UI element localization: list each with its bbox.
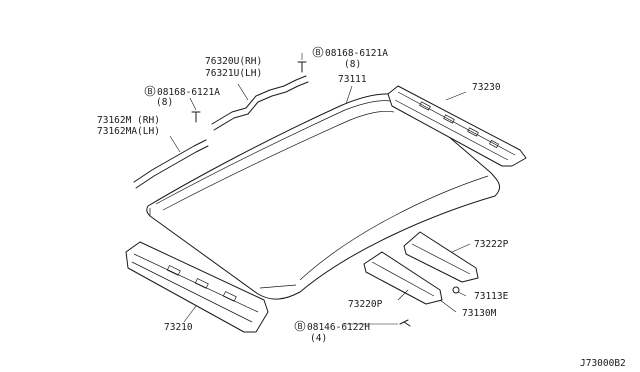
bolt-callout-left-qty: (8): [156, 97, 173, 108]
label-rear-rail: 73230: [472, 82, 501, 93]
bolt-callout-bottom-part: 08146-6122H: [307, 322, 370, 333]
roof-bow-front: [363, 251, 443, 305]
label-rail-side-rh: 73162M (RH): [97, 115, 160, 126]
side-rail: [133, 139, 209, 189]
roof-panel: [146, 93, 501, 300]
label-bracket: 73130M: [462, 308, 497, 319]
upper-side-rail-bracket: [211, 75, 309, 131]
clip-icon: [452, 286, 460, 294]
bolt-callout-left: B 08168-6121A (8): [144, 85, 220, 108]
bolt-callout-bottom-qty: (4): [310, 333, 327, 344]
label-bow-front: 73220P: [348, 299, 383, 310]
label-roof-panel: 73111: [338, 74, 367, 85]
bolt-bottom-icon: [399, 319, 411, 327]
bolt-top-icon: [297, 61, 307, 73]
leader-lines: [169, 53, 471, 325]
bolt-callout-top-part: 08168-6121A: [325, 48, 388, 59]
bolt-callout-left-symbol: B: [148, 87, 153, 96]
bolt-left-icon: [191, 111, 201, 123]
roof-bow-rear: [403, 231, 479, 283]
bolt-callout-top: B 08168-6121A (8): [312, 46, 388, 70]
label-rail-upper-lh: 76321U(LH): [205, 68, 262, 79]
label-front-rail: 73210: [164, 322, 193, 333]
bolt-callout-top-qty: (8): [344, 59, 361, 70]
bolt-callout-top-symbol: B: [316, 48, 321, 57]
rear-rail: [387, 85, 527, 167]
front-rail: [125, 241, 269, 333]
bolt-callout-left-part: 08168-6121A: [157, 87, 220, 98]
label-rail-side-lh: 73162MA(LH): [97, 126, 160, 137]
label-bow-rear: 73222P: [474, 239, 509, 250]
bolt-callout-bottom-symbol: B: [298, 322, 303, 331]
bolt-callout-bottom: B 08146-6122H (4): [294, 320, 370, 344]
diagram-code: J73000B2: [580, 358, 626, 369]
label-rail-upper-rh: 76320U(RH): [205, 56, 262, 67]
label-clip: 73113E: [474, 291, 509, 302]
